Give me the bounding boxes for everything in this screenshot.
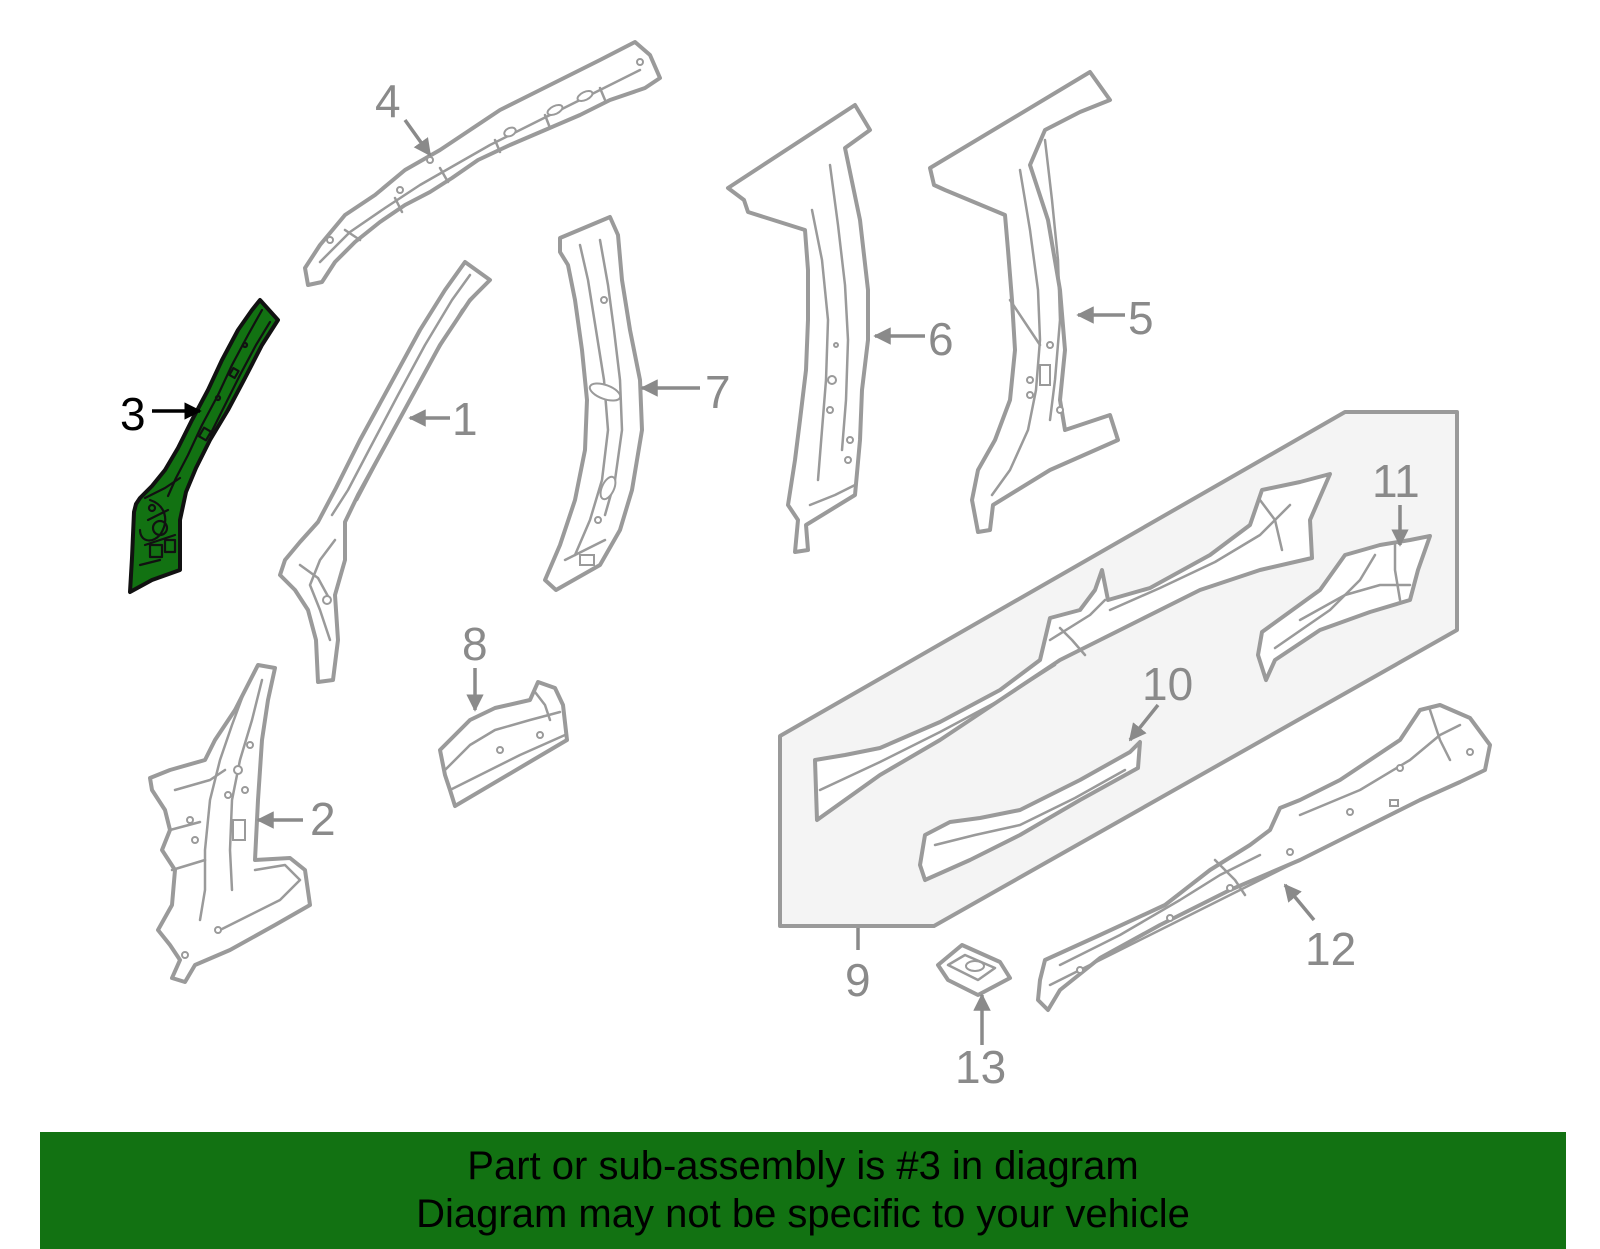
part-9-kit-panel[interactable]: [778, 410, 1459, 928]
callout-3[interactable]: 3: [120, 388, 146, 440]
part-4-roof-rail[interactable]: [303, 40, 662, 287]
callout-11[interactable]: 11: [1372, 455, 1420, 507]
part-6-b-pillar[interactable]: [726, 103, 872, 554]
callout-1[interactable]: 1: [452, 393, 478, 445]
info-banner: Part or sub-assembly is #3 in diagram Di…: [40, 1132, 1566, 1249]
callout-13[interactable]: 13: [955, 1041, 1006, 1093]
callout-8[interactable]: 8: [462, 618, 488, 670]
leader-10: [1128, 703, 1160, 742]
leader-12: [1283, 883, 1316, 922]
part-5-b-pillar-outer[interactable]: [928, 70, 1120, 534]
callout-labels: 1 2 3 4 5 6 7 8 9 10 11 12 13: [120, 75, 1420, 1093]
part-9-rocker[interactable]: [813, 472, 1332, 822]
callout-12[interactable]: 12: [1305, 923, 1356, 975]
banner-line-2: Diagram may not be specific to your vehi…: [416, 1192, 1190, 1236]
leader-lines: [152, 118, 1409, 1045]
leader-4: [403, 118, 432, 157]
part-12-rocker-outer[interactable]: [1036, 703, 1492, 1012]
part-1-a-pillar[interactable]: [278, 260, 492, 684]
part-7-pillar-inner[interactable]: [543, 215, 644, 592]
part-13-nut-plate[interactable]: [936, 943, 1012, 997]
banner-line-1: Part or sub-assembly is #3 in diagram: [467, 1144, 1139, 1188]
callout-2[interactable]: 2: [310, 793, 336, 845]
part-11-rocker-end[interactable]: [1256, 534, 1432, 682]
callout-6[interactable]: 6: [928, 313, 954, 365]
callout-9[interactable]: 9: [845, 954, 871, 1006]
part-2-hinge-pillar[interactable]: [148, 663, 312, 984]
part-3-highlighted[interactable]: [128, 298, 280, 594]
callout-5[interactable]: 5: [1128, 292, 1154, 344]
callout-4[interactable]: 4: [375, 75, 401, 127]
part-8-bracket[interactable]: [438, 680, 569, 808]
part-10-rocker-inner[interactable]: [918, 740, 1142, 882]
callout-10[interactable]: 10: [1142, 658, 1193, 710]
callout-7[interactable]: 7: [705, 366, 731, 418]
